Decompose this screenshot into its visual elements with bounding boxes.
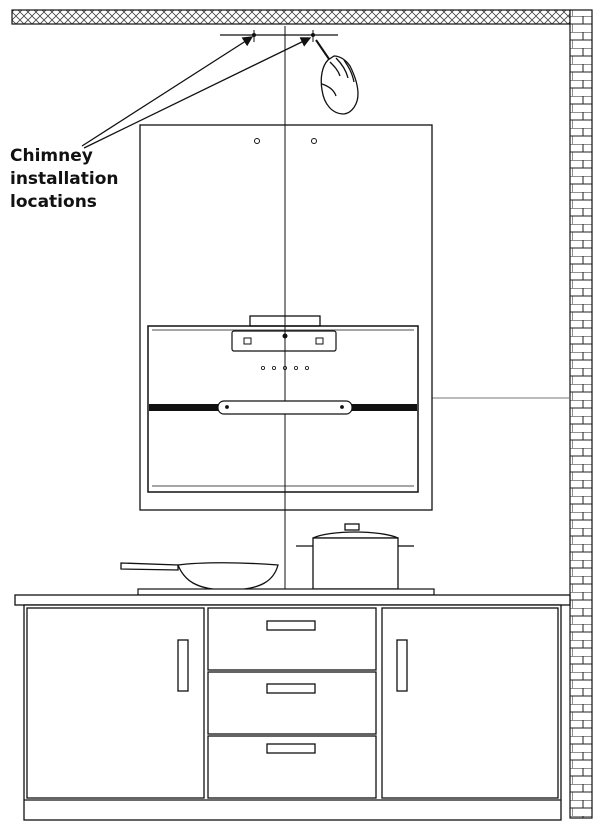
brick-wall [569,9,593,819]
drawer-middle [207,671,377,735]
ceiling [11,9,571,25]
drawer-handle-top [266,620,316,631]
callout-line-1: Chimney [10,146,93,166]
drawer-handle-bottom [266,743,316,754]
installation-point-right [311,33,315,37]
door-handle-right [396,639,408,692]
callout-line-2: installation [10,169,119,189]
door-handle-left [177,639,189,692]
installation-point-left [252,33,256,37]
arrow-icon [83,37,312,149]
cabinet-door-left [26,607,205,799]
callout-label: Chimney installation locations [10,145,160,214]
frying-pan [120,562,279,591]
countertop [14,594,571,606]
hood-handle [217,400,353,415]
base-cabinets [23,604,562,821]
callout-line-3: locations [10,192,97,212]
cooking-pot [296,523,414,590]
drawer-top [207,607,377,671]
mounting-bracket [231,330,337,352]
callout-arrows [81,36,312,149]
drawer-handle-middle [266,683,316,694]
ceiling-mark [220,30,338,42]
cooktop [137,588,435,596]
cabinet-door-right [381,607,559,799]
hand-holding-pencil-icon [315,39,359,115]
arrow-icon [81,36,254,147]
range-hood [147,315,419,493]
chimney-panel [139,124,433,511]
